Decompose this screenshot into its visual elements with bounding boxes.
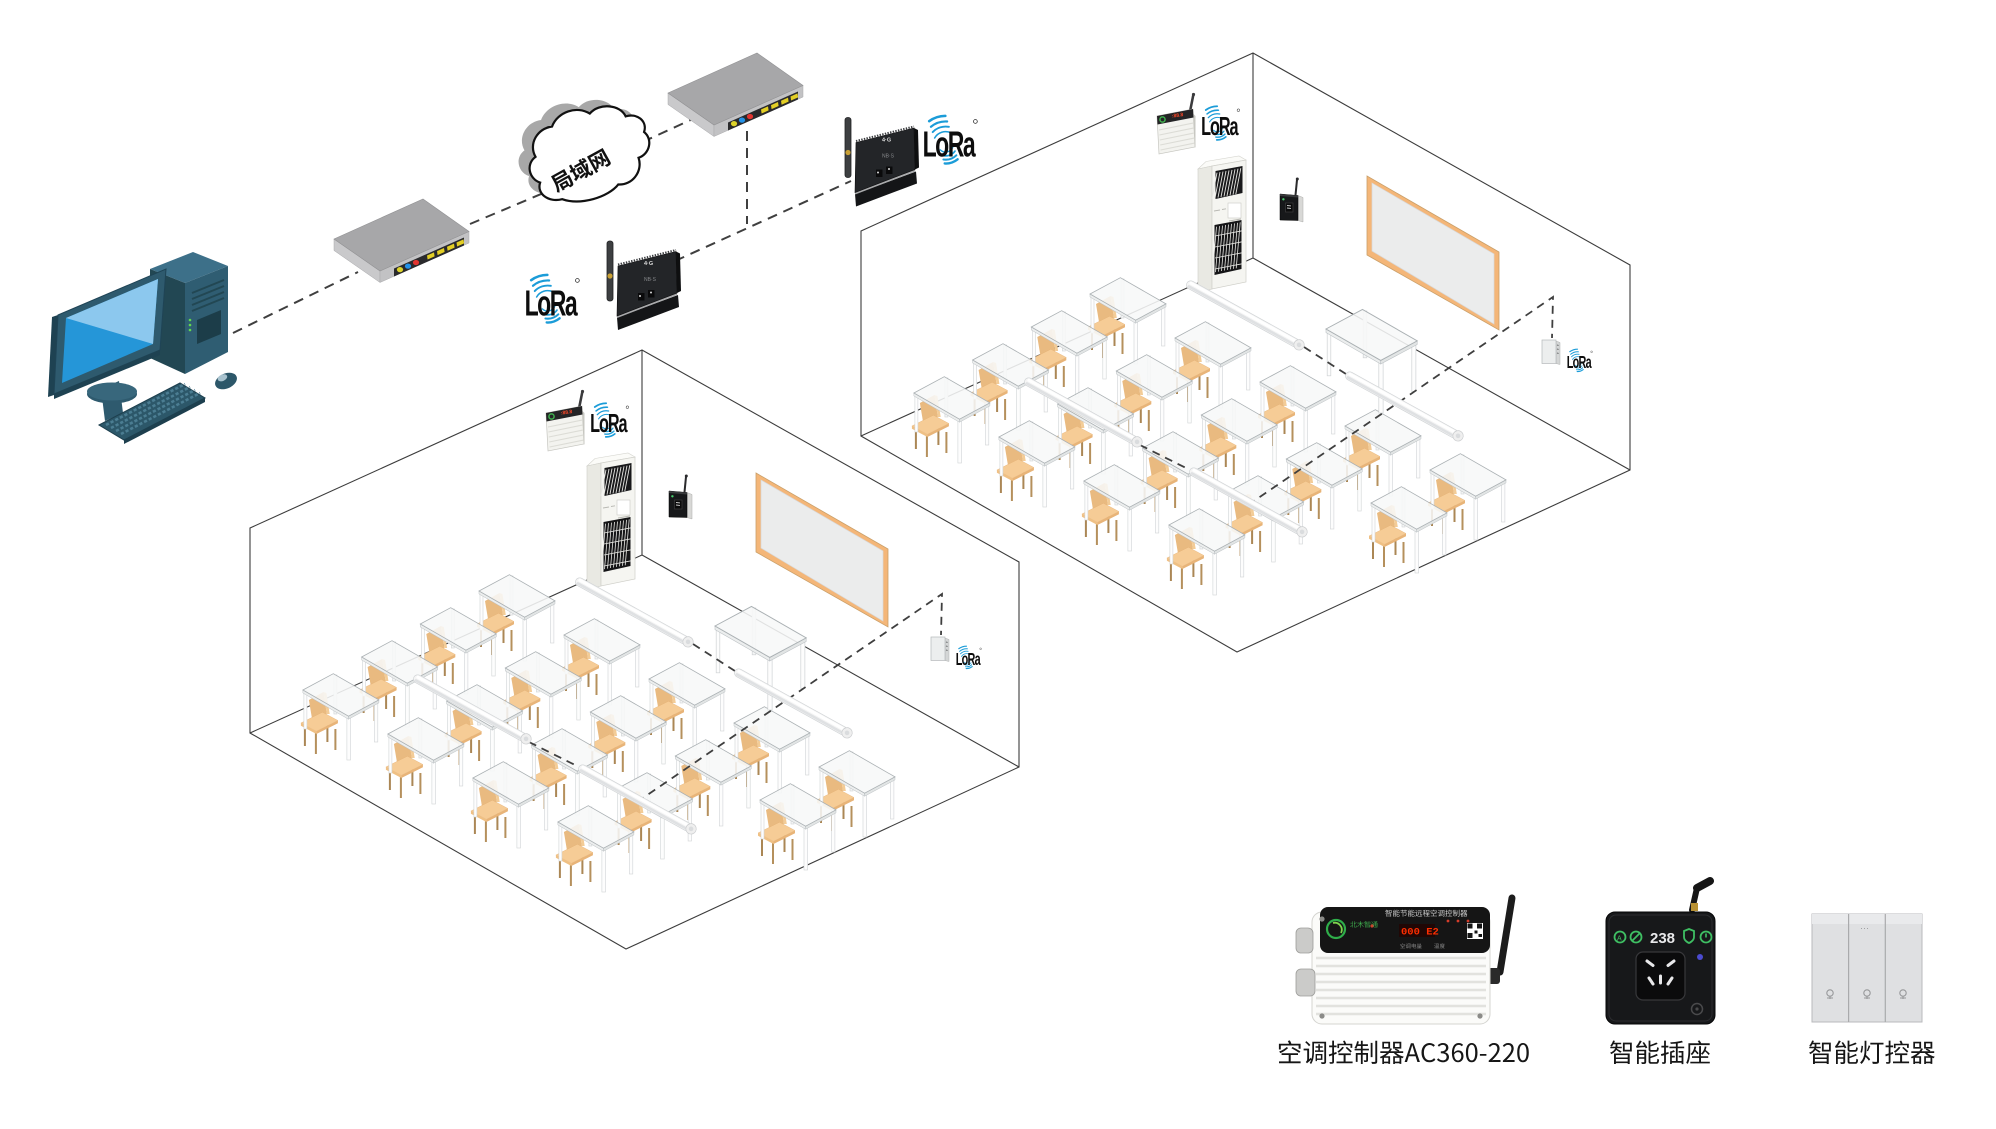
- svg-text:A: A: [1617, 936, 1622, 943]
- svg-text:···: ···: [1860, 923, 1869, 933]
- svg-text:000 E2: 000 E2: [1401, 927, 1439, 939]
- svg-text:238: 238: [1650, 930, 1675, 947]
